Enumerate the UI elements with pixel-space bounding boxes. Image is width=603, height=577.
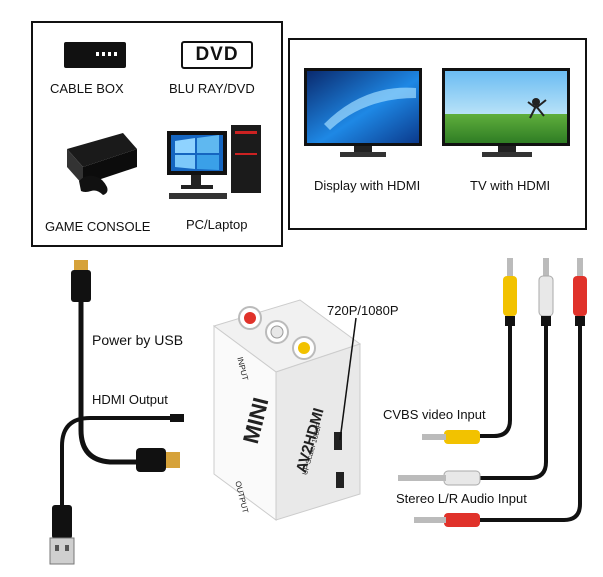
rca-cable-white [480,326,548,480]
cvbs-label: CVBS video Input [383,407,486,422]
pc-label: PC/Laptop [186,217,248,232]
sources-panel: CABLE BOX DVD BLU RAY/DVD GAME CONSOLE P… [31,21,283,247]
rca-cable-yellow [480,326,512,438]
hdmi-cable [78,302,140,465]
usb-cable [60,416,170,505]
tv-hdmi-label: TV with HDMI [470,178,551,193]
dvd-logo: DVD [181,41,253,69]
rca-plug-white [398,470,481,486]
converter-device [212,299,362,521]
stereo-label: Stereo L/R Audio Input [396,491,527,506]
game-console-label: GAME CONSOLE [45,219,151,234]
hdmi-connector-bottom [136,448,180,472]
resolution-pointer [339,317,357,441]
rca-plug-red [414,513,480,527]
bluray-label: BLU RAY/DVD [169,81,255,96]
displays-panel: Display with HDMI TV with HDMI [288,38,587,230]
rca-cable-red [480,326,582,522]
pc-icon [167,125,261,199]
hdmi-output-label: HDMI Output [92,392,168,407]
display-monitor-icon [304,68,422,157]
usb-a-connector [49,505,75,565]
cable-box-icon [64,42,126,68]
resolution-label: 720P/1080P [327,303,399,318]
cable-box-label: CABLE BOX [50,81,124,96]
hdmi-connector-top [71,260,91,302]
game-console-icon [67,133,137,195]
power-usb-label: Power by USB [92,332,184,348]
dvd-logo-text: DVD [195,44,239,65]
tv-icon [442,68,570,157]
rca-plug-yellow [422,430,480,444]
display-hdmi-label: Display with HDMI [314,178,421,193]
micro-usb-plug [170,414,184,422]
rca-plugs-top [503,258,587,326]
